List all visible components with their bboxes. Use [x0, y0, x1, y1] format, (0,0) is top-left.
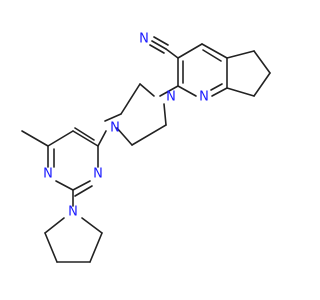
- pyrimidine-bond-5-inner: [74, 185, 93, 197]
- piperazine-n-right-label: N: [166, 90, 176, 105]
- pyrimidine-bond-1-inner: [74, 127, 95, 141]
- pyrimidine-bond-1: [72, 130, 99, 147]
- bond-pyridine-piperazine: [159, 85, 179, 97]
- pyrimidine-n-upper-label: N: [93, 167, 103, 182]
- piperazine-bond-4: [131, 124, 167, 146]
- pyridine-bond-1: [177, 43, 203, 59]
- pyridine-bond-2: [201, 43, 228, 59]
- pyrrolidine-bond-4: [44, 232, 58, 263]
- piperazine-bond-3: [116, 127, 133, 146]
- nitrile-bond-2: [149, 44, 165, 54]
- molecule-canvas: N N N N N N N: [21, 31, 271, 263]
- piperazine-bond-5: [163, 103, 167, 126]
- cyclopentane-bond-1: [226, 50, 255, 59]
- pyridine-bond-2-inner: [202, 49, 222, 62]
- molecule-structure: N N N N N N N: [21, 32, 271, 263]
- atom-labels: N N N N N N N: [43, 32, 209, 220]
- pyrimidine-n-lower-label: N: [43, 167, 53, 182]
- pyrrolidine-bond-5: [44, 217, 65, 234]
- pyrimidine-bond-5: [72, 180, 91, 191]
- piperazine-bond-6: [104, 113, 122, 122]
- piperazine-n-left-label: N: [110, 121, 120, 136]
- pyrrolidine-bond-1: [81, 217, 103, 234]
- bonds: [21, 36, 271, 263]
- methyl-bond: [21, 130, 49, 147]
- pyridine-n-label: N: [199, 90, 209, 105]
- nitrile-bond-1: [151, 40, 167, 50]
- cyclopentane-bond-3: [253, 72, 271, 97]
- nitrile-bond-3: [153, 36, 169, 46]
- pyrrolidine-n-label: N: [68, 205, 78, 220]
- pyridine-bond-4-inner: [210, 83, 223, 91]
- bond-cn-ring: [165, 48, 179, 59]
- pyridine-bond-4: [211, 87, 228, 97]
- bond-piperazine-pyrimidine: [97, 130, 107, 147]
- nitrile-n-label: N: [139, 32, 149, 47]
- pyrrolidine-bond-2: [89, 232, 103, 263]
- pyridine-bond-5: [177, 85, 197, 97]
- cyclopentane-bond-4: [226, 87, 255, 97]
- pyrimidine-bond-2: [47, 130, 74, 147]
- piperazine-bond-2: [120, 83, 141, 115]
- piperazine-bond-1: [139, 83, 155, 97]
- cyclopentane-bond-2: [253, 50, 271, 74]
- pyrimidine-bond-4: [55, 180, 74, 191]
